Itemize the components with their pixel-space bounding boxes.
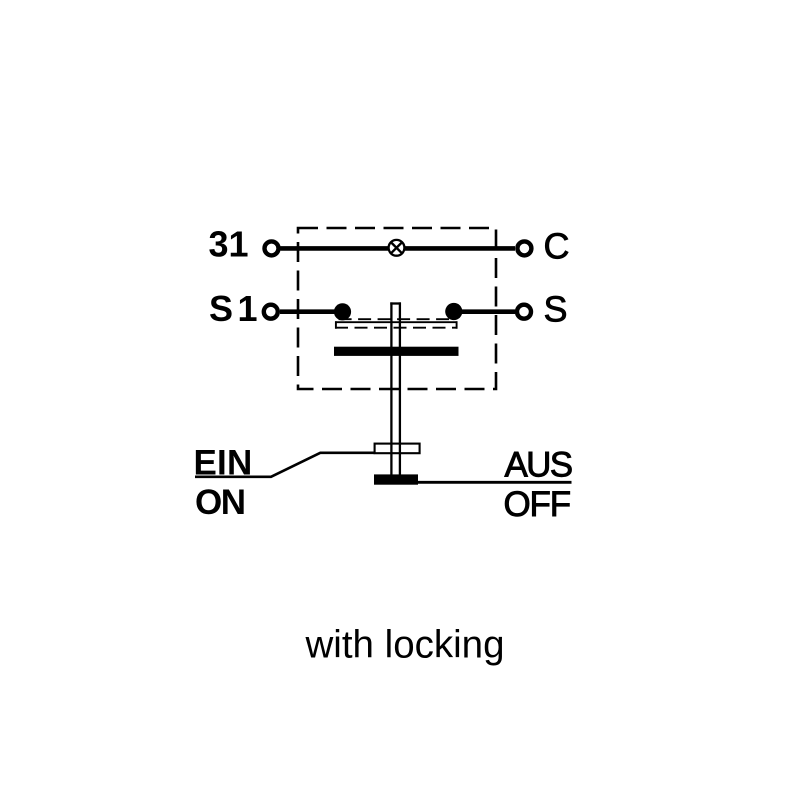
svg-text:S1: S1 <box>209 288 262 329</box>
svg-text:C: C <box>544 226 570 267</box>
svg-text:31: 31 <box>208 224 248 265</box>
svg-text:EIN: EIN <box>194 444 253 483</box>
svg-text:ON: ON <box>195 483 245 522</box>
svg-text:OFF: OFF <box>504 485 570 524</box>
svg-text:with locking: with locking <box>304 624 504 667</box>
svg-text:AUS: AUS <box>505 446 572 485</box>
svg-text:S: S <box>544 288 568 329</box>
